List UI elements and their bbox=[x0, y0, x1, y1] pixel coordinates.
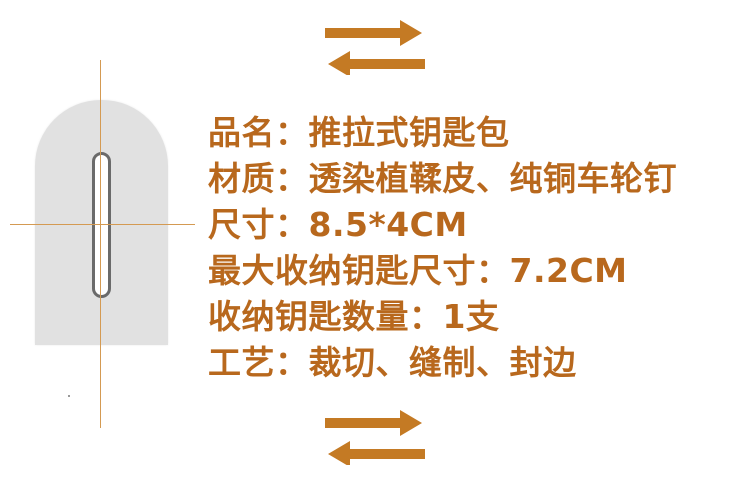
spec-craft: 工艺：裁切、缝制、封边 bbox=[208, 343, 577, 382]
spec-product-name: 品名：推拉式钥匙包 bbox=[208, 113, 510, 152]
spec-max-key-size: 最大收纳钥匙尺寸：7.2CM bbox=[208, 251, 628, 290]
spec-key-capacity: 收纳钥匙数量：1支 bbox=[208, 297, 500, 336]
horizontal-guide-line bbox=[10, 224, 195, 225]
decorative-dot bbox=[68, 395, 70, 397]
vertical-guide-line bbox=[100, 60, 101, 428]
key-pouch-illustration bbox=[35, 100, 168, 345]
spec-material: 材质：透染植鞣皮、纯铜车轮钉 bbox=[208, 159, 677, 198]
key-slot bbox=[92, 152, 111, 298]
spec-size: 尺寸：8.5*4CM bbox=[208, 205, 468, 244]
left-right-arrows-icon bbox=[325, 20, 425, 75]
spec-list: 品名：推拉式钥匙包 材质：透染植鞣皮、纯铜车轮钉 尺寸：8.5*4CM 最大收纳… bbox=[208, 110, 677, 386]
left-right-arrows-icon bbox=[325, 410, 425, 465]
